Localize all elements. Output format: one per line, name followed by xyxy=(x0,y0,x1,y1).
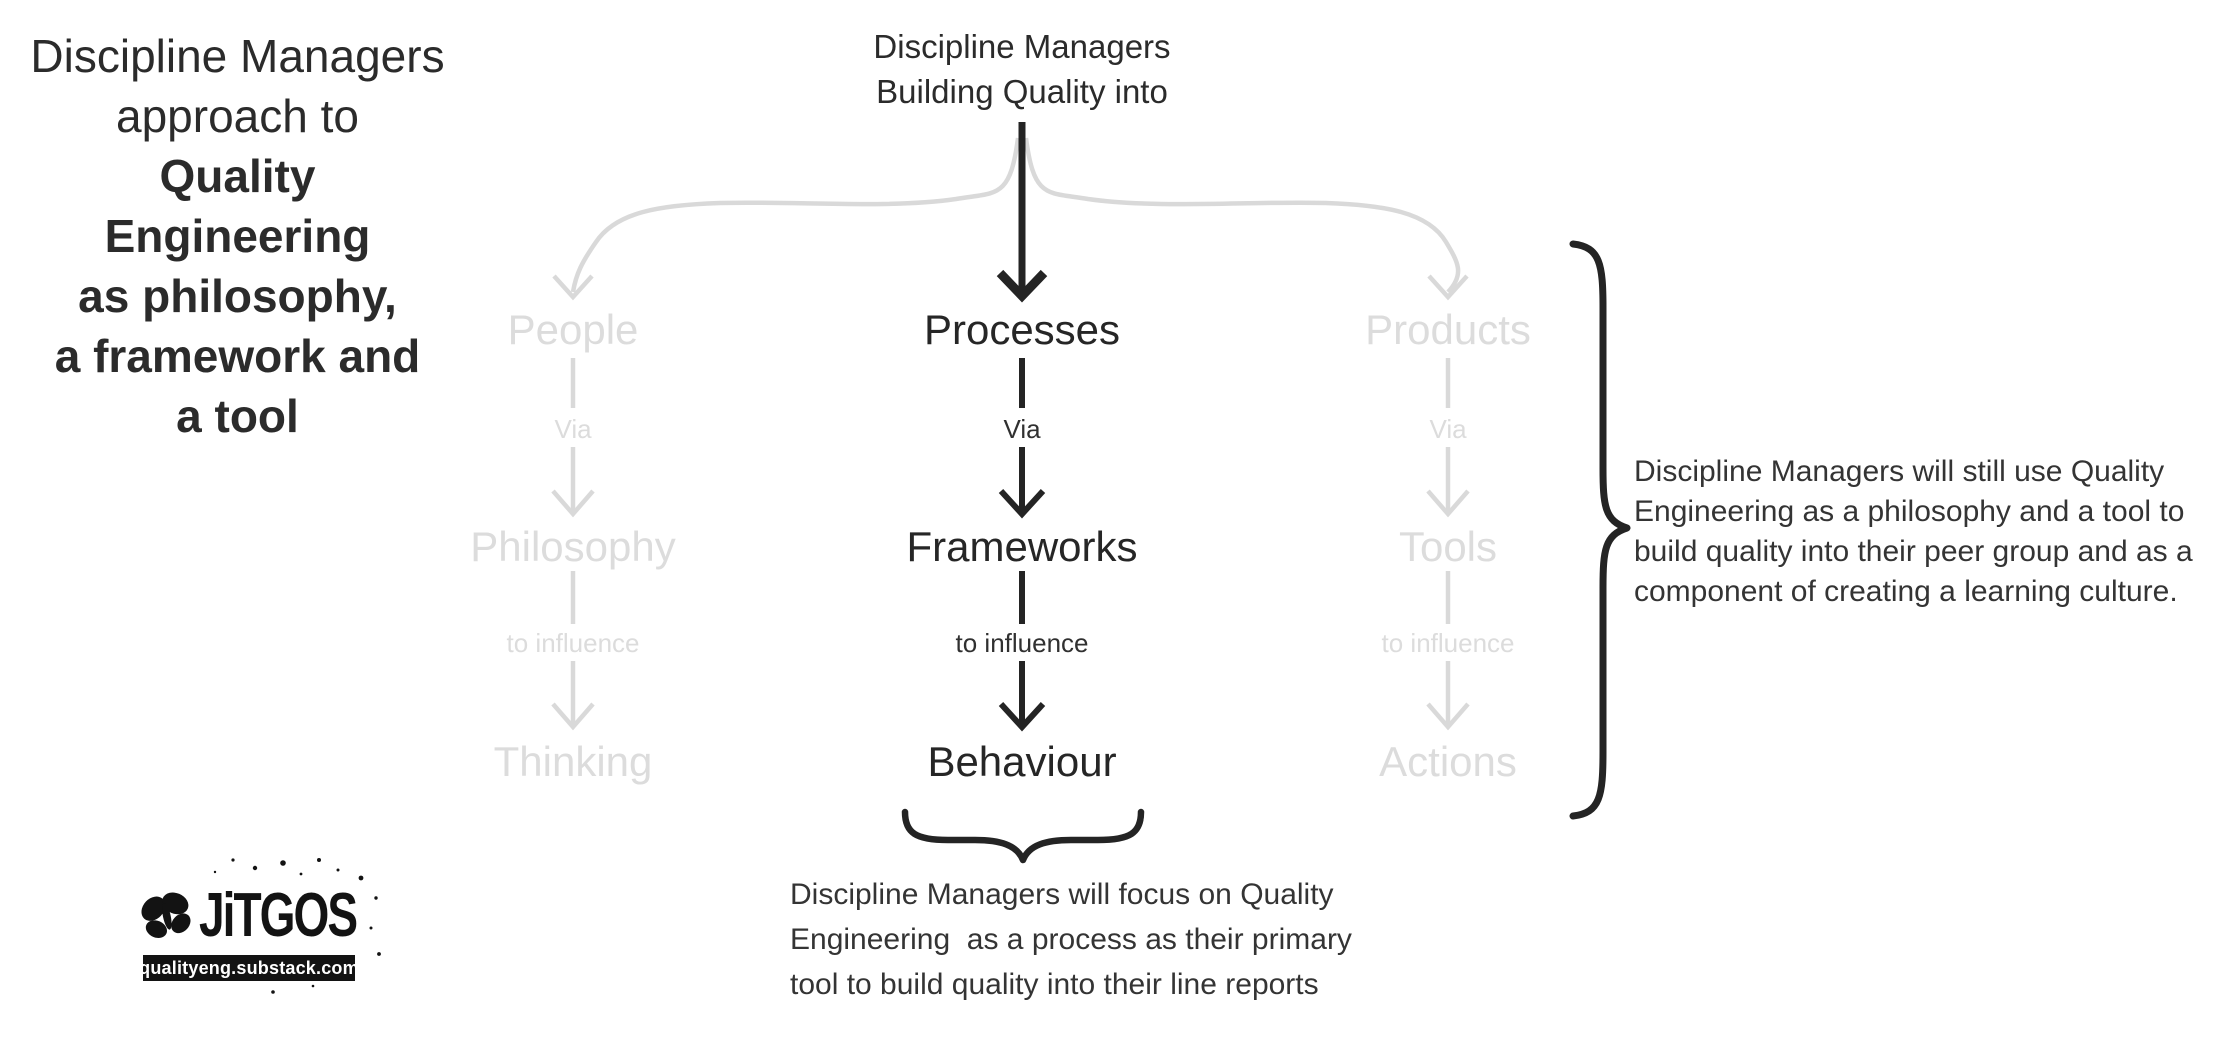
title-line: Quality xyxy=(159,150,316,202)
logo-wordmark: JiTGOS xyxy=(199,879,358,950)
root-label-line: Discipline Managers xyxy=(873,28,1171,65)
stage-label-tools: Tools xyxy=(1398,523,1498,570)
title-line: a tool xyxy=(176,390,299,442)
connector-label-to-influence: to influence xyxy=(500,630,646,656)
title-line: Engineering xyxy=(104,210,371,262)
jitgos-logo: JiTGOS qualityeng.substack.com xyxy=(133,854,393,1004)
root-label: Discipline Managers Building Quality int… xyxy=(822,24,1222,114)
title-line: a framework and xyxy=(54,330,421,382)
root-to-processes-arrow xyxy=(996,122,1048,303)
butterfly-icon xyxy=(141,892,191,938)
bottom-brace xyxy=(901,808,1145,864)
stage-label-philosophy: Philosophy xyxy=(470,523,676,570)
annotation-line: build quality into their peer group and … xyxy=(1634,535,2193,568)
stage-label-products: Products xyxy=(1365,306,1531,353)
stage-label-frameworks: Frameworks xyxy=(906,523,1138,570)
down-chevron-icon xyxy=(1426,702,1470,731)
stage-label-people: People xyxy=(507,306,639,353)
root-label-line: Building Quality into xyxy=(876,73,1168,110)
title-line: as philosophy, xyxy=(78,270,397,322)
stage-label-actions: Actions xyxy=(1379,738,1517,785)
connector-label-to-influence: to influence xyxy=(949,630,1095,656)
right-annotation: Discipline Managers will still use Quali… xyxy=(1634,452,2193,612)
stage-label-thinking: Thinking xyxy=(493,738,653,785)
stage-label-processes: Processes xyxy=(923,306,1121,353)
down-chevron-icon xyxy=(998,488,1046,519)
connector-label-via: Via xyxy=(1423,416,1473,442)
annotation-line: Discipline Managers will still use Quali… xyxy=(1634,455,2165,488)
annotation-line: Engineering as a philosophy and a tool t… xyxy=(1634,495,2185,528)
title-line: Discipline Managers xyxy=(30,30,445,82)
right-brace xyxy=(1569,240,1631,820)
annotation-line: Discipline Managers will focus on Qualit… xyxy=(790,878,1334,911)
bottom-annotation: Discipline Managers will focus on Qualit… xyxy=(790,872,1352,1007)
annotation-line: tool to build quality into their line re… xyxy=(790,968,1319,1001)
connector-label-to-influence: to influence xyxy=(1375,630,1521,656)
down-chevron-icon xyxy=(552,274,594,301)
ink-splatter xyxy=(213,858,381,994)
annotation-line: Engineering as a process as their primar… xyxy=(790,923,1352,956)
connector-label-via: Via xyxy=(997,416,1047,442)
diagram-title: Discipline Managers approach to Quality … xyxy=(10,26,465,446)
stage-label-behaviour: Behaviour xyxy=(927,738,1117,785)
down-chevron-icon xyxy=(1427,274,1469,301)
down-chevron-icon xyxy=(998,701,1046,732)
annotation-line: component of creating a learning culture… xyxy=(1634,575,2178,608)
split-curve-left xyxy=(552,137,1021,301)
title-line: approach to xyxy=(116,90,359,142)
logo-url-bar: qualityeng.substack.com xyxy=(139,955,359,981)
logo-url-text: qualityeng.substack.com xyxy=(139,957,359,978)
down-chevron-icon xyxy=(1426,489,1470,518)
split-curve-right xyxy=(1023,137,1469,301)
down-chevron-icon xyxy=(551,489,595,518)
connector-label-via: Via xyxy=(548,416,598,442)
down-chevron-icon xyxy=(551,702,595,731)
down-chevron-icon xyxy=(996,269,1048,303)
